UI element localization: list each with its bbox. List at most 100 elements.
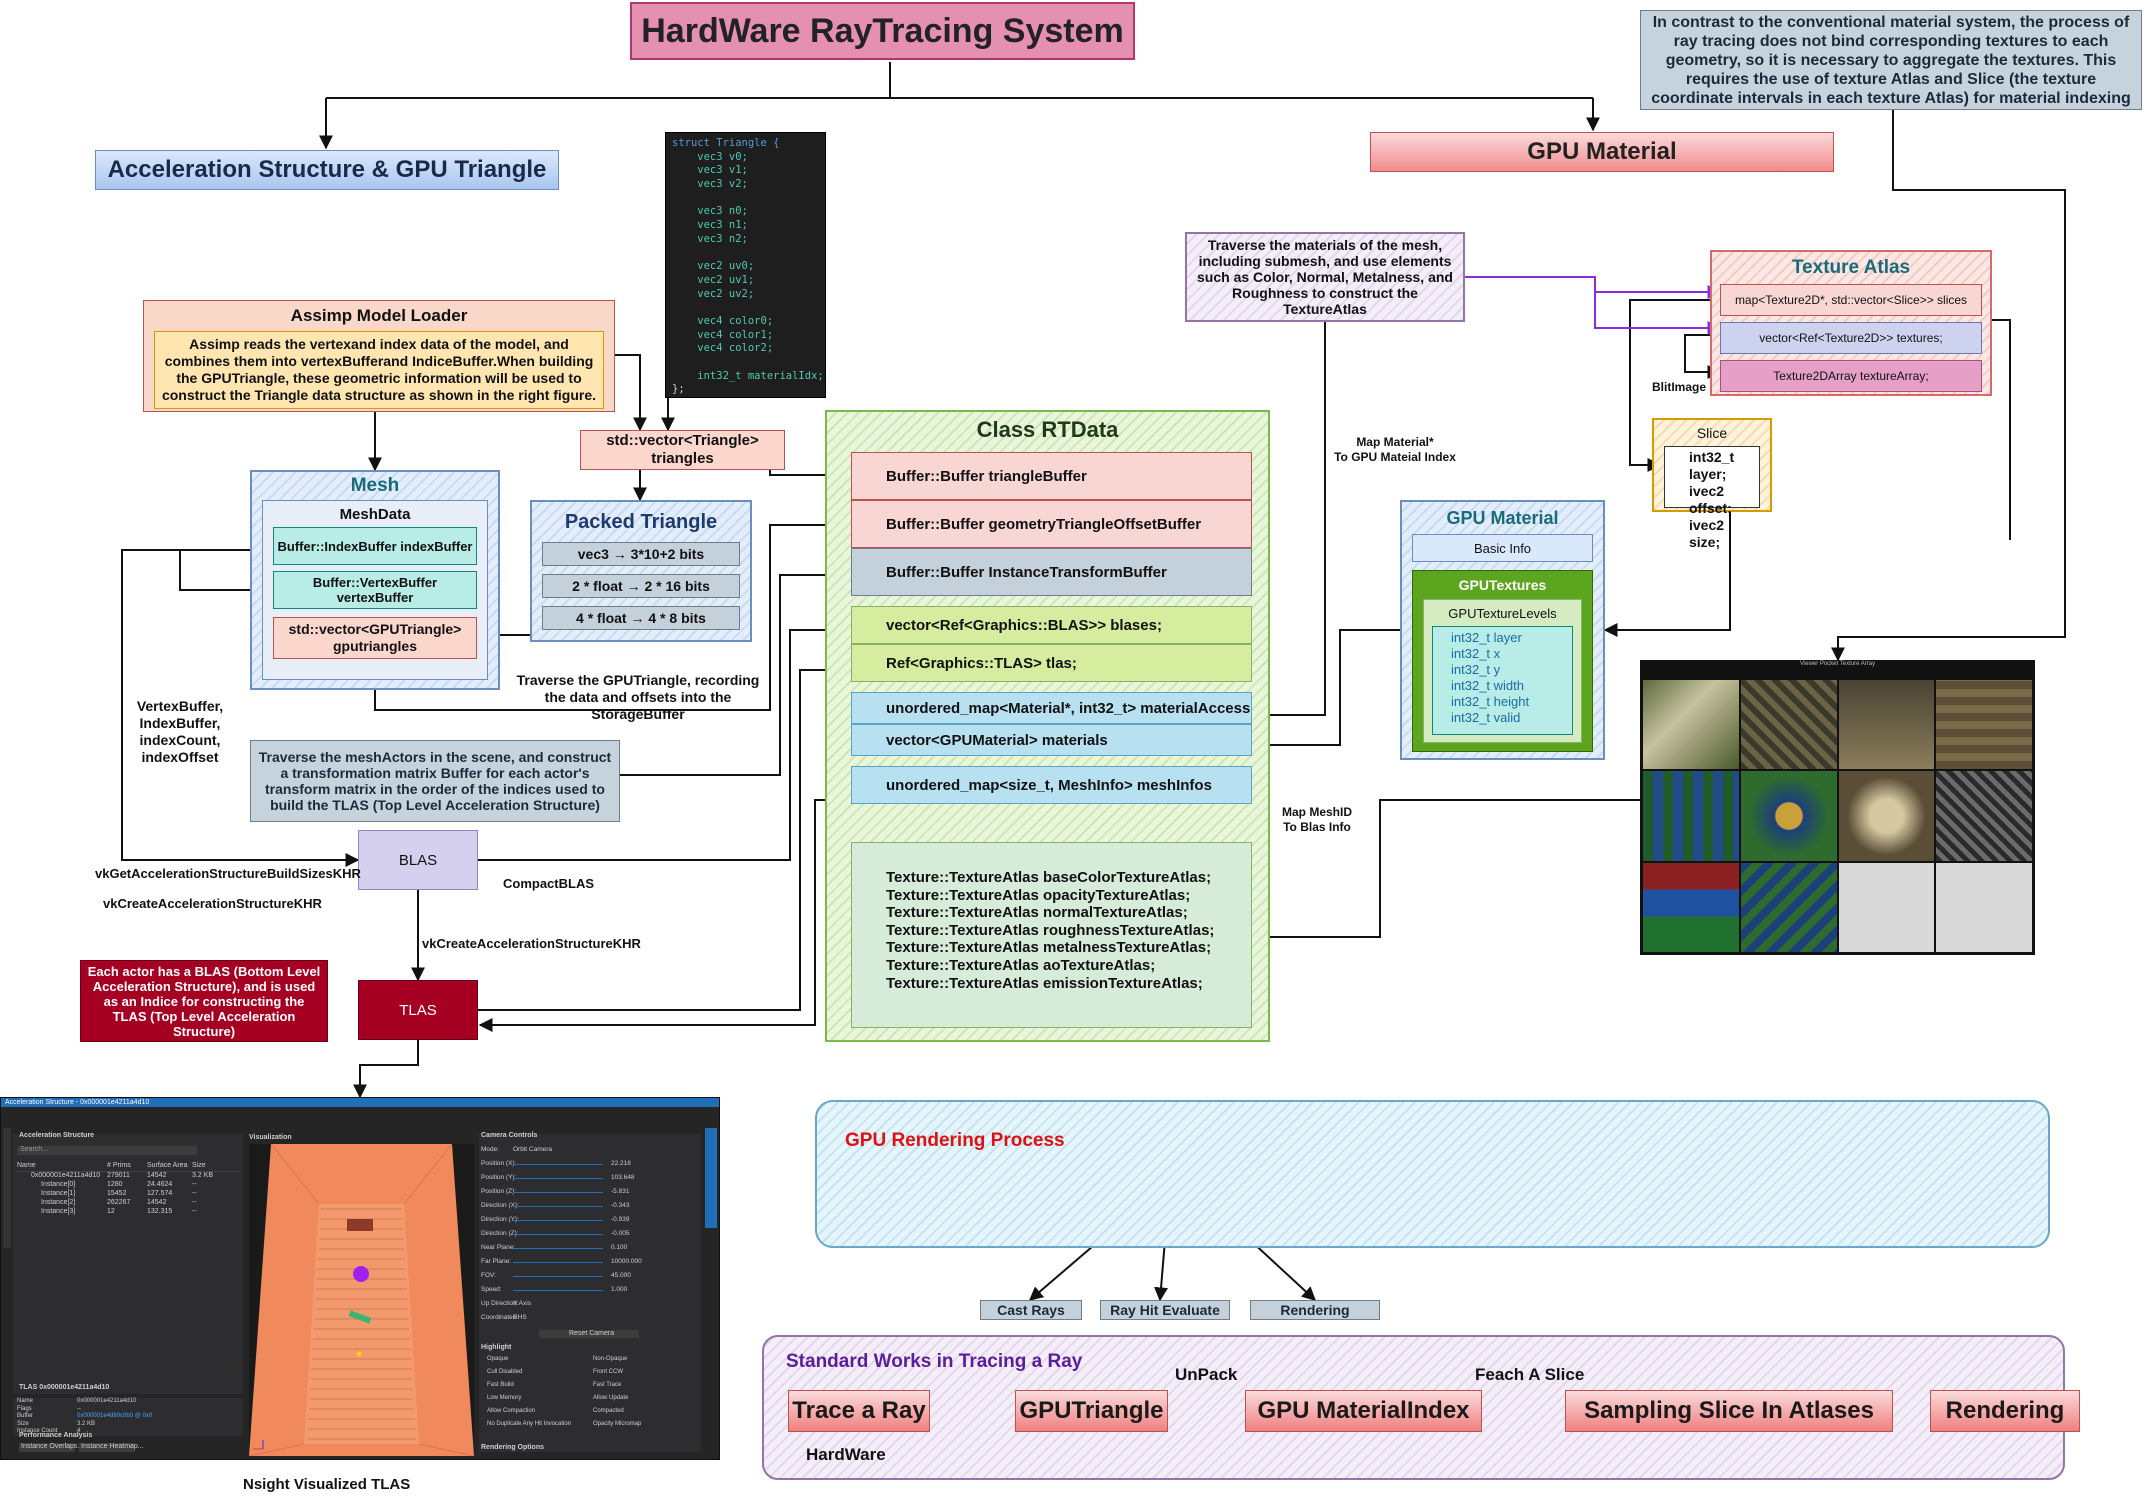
nsight-highlight-checkbox[interactable]: Fast Build (487, 1382, 514, 1388)
nsight-camera-key: Coordinates: (481, 1314, 518, 1321)
nsight-side-tab[interactable] (705, 1128, 717, 1228)
nsight-camera-key: Direction (Z): (481, 1230, 519, 1237)
nsight-highlight-checkbox[interactable]: Non-Opaque (593, 1356, 628, 1362)
nsight-camera-key: Up Direction: (481, 1300, 519, 1307)
nsight-table-cell: 12 (107, 1208, 115, 1215)
texture-swatch (1643, 680, 1739, 770)
nsight-highlight-title: Highlight (481, 1344, 512, 1351)
code-line: vec2 uv2; (672, 287, 755, 300)
nsight-camera-value: 22.218 (611, 1160, 631, 1167)
vector-triangle-box: std::vector<Triangle> triangles (580, 430, 785, 470)
nsight-camera-row[interactable]: Speed:1.000 (481, 1284, 697, 1298)
nsight-camera-row[interactable]: Mode:Orbit Camera (481, 1144, 697, 1158)
nsight-reset-camera-button[interactable]: Reset Camera (539, 1330, 639, 1338)
nsight-highlight-checkbox[interactable]: Cull Disabled (487, 1369, 523, 1375)
code-line: vec3 v0; (672, 150, 748, 163)
nsight-slider-track[interactable] (513, 1206, 603, 1207)
nsight-camera-key: Speed: (481, 1286, 502, 1293)
texture-swatch (1838, 862, 1935, 952)
nsight-slider-track[interactable] (513, 1220, 603, 1221)
packed-row: vec3 → 3*10+2 bits (542, 542, 740, 566)
nsight-instance-overlaps-button[interactable]: Instance Overlaps... (19, 1443, 84, 1452)
nsight-instance-heatmap-button[interactable]: Instance Heatmap... (79, 1443, 144, 1452)
nsight-tlas-header: TLAS 0x000001e4211a4d10 (19, 1384, 110, 1391)
nsight-highlight-checkbox[interactable]: Low Memory (487, 1395, 522, 1401)
nsight-slider-track[interactable] (513, 1164, 603, 1165)
nsight-search-input[interactable]: Search... (17, 1146, 197, 1155)
texture-atlas-title: Texture Atlas (1791, 257, 1911, 278)
nsight-perf-title: Performance Analysis (19, 1432, 93, 1439)
nsight-camera-value: 103.648 (611, 1174, 635, 1181)
gputexturelevels-title: GPUTextureLevels (1448, 605, 1557, 621)
flow-gpu-materialindex: GPU MaterialIndex (1245, 1390, 1482, 1432)
nsight-camera-key: Direction (Y): (481, 1216, 519, 1223)
nsight-highlight-checkbox[interactable]: Compacted (593, 1408, 624, 1414)
vk-create-label-1: vkCreateAccelerationStructureKHR (103, 896, 322, 911)
nsight-camera-row[interactable]: FOV:45.000 (481, 1270, 697, 1284)
nsight-camera-row[interactable]: Position (X):22.218 (481, 1158, 697, 1172)
nsight-slider-track[interactable] (513, 1178, 603, 1179)
map-material-label: Map Material* To GPU Mateial Index (1334, 435, 1456, 464)
ray-hit-evaluate-step: Ray Hit Evaluate (1100, 1300, 1230, 1320)
nsight-highlight-checkbox[interactable]: Fast Trace (593, 1382, 622, 1388)
nsight-slider-track[interactable] (513, 1234, 603, 1235)
nsight-camera-row[interactable]: Far Plane:10000.000 (481, 1256, 697, 1270)
nsight-highlight-checkbox[interactable]: Opaque (487, 1356, 509, 1362)
cast-rays-step: Cast Rays (980, 1300, 1082, 1320)
nsight-slider-track[interactable] (513, 1262, 603, 1263)
nsight-camera-row[interactable]: Direction (X):-0.343 (481, 1200, 697, 1214)
nsight-highlight-checkbox[interactable]: Allow Compaction (487, 1408, 536, 1414)
code-line: }; (672, 383, 685, 396)
nsight-prop-key: Instance Count (17, 1428, 58, 1434)
nsight-camera-row[interactable]: Position (Y):103.648 (481, 1172, 697, 1186)
blas-node: BLAS (358, 830, 478, 890)
code-line: vec2 uv1; (672, 273, 755, 286)
code-line: vec3 v2; (672, 178, 748, 191)
nsight-slider-track[interactable] (513, 1290, 603, 1291)
nsight-highlight-checkbox[interactable]: No Duplicate Any Hit Invocation (487, 1421, 572, 1427)
code-line (672, 301, 819, 315)
nsight-camera-row[interactable]: Direction (Y):-0.939 (481, 1214, 697, 1228)
nsight-camera-row[interactable]: Position (Z):-5.831 (481, 1186, 697, 1200)
code-line: vec3 n1; (672, 219, 748, 232)
nsight-table-cell: 262267 (107, 1199, 131, 1206)
each-actor-note: Each actor has a BLAS (Bottom Level Acce… (80, 960, 328, 1042)
nsight-highlight-checkbox[interactable]: Front CCW (593, 1369, 623, 1375)
atlas-textures-field: vector<Ref<Texture2D>> textures; (1720, 322, 1982, 354)
gpu-material-box: GPU Material Basic Info GPUTextures GPUT… (1400, 500, 1605, 760)
vk-create-label-2: vkCreateAccelerationStructureKHR (422, 936, 641, 951)
nsight-prop-value: -- (77, 1405, 81, 1412)
slice-title: Slice (1696, 425, 1728, 441)
nsight-table-cell: Instance[2] (41, 1199, 76, 1206)
nsight-slider-track[interactable] (513, 1276, 603, 1277)
rendering-process-box: GPU Rendering Process (815, 1100, 2050, 1248)
map-meshid-label: Map MeshID To Blas Info (1281, 805, 1352, 834)
nsight-slider-track[interactable] (513, 1192, 603, 1193)
nsight-camera-row[interactable]: Direction (Z):-0.005 (481, 1228, 697, 1242)
nsight-slider-track[interactable] (513, 1248, 603, 1249)
texture-swatch (1936, 862, 2032, 952)
nsight-camera-row[interactable]: Up Direction:Y Axis (481, 1298, 697, 1312)
slice-field: ivec2 size; (1689, 517, 1725, 550)
nsight-camera-row[interactable]: Near Plane:0.100 (481, 1242, 697, 1256)
nsight-visualization-viewport[interactable] (249, 1144, 474, 1456)
flow-sampling-slice: Sampling Slice In Atlases (1565, 1390, 1893, 1432)
texture-atlas-field: Texture::TextureAtlas normalTextureAtlas… (886, 904, 1188, 922)
nsight-highlight-checkbox[interactable]: Opacity Micromap (593, 1421, 642, 1427)
nsight-camera-row[interactable]: Coordinates:RHS (481, 1312, 697, 1326)
nsight-highlight-checkbox[interactable]: Allow Update (593, 1395, 629, 1401)
nsight-left-tab[interactable] (3, 1128, 11, 1248)
code-line: struct Triangle { (672, 137, 780, 149)
flow-rendering: Rendering (1930, 1390, 2080, 1432)
texture-level-field: int32_t layer (1451, 630, 1522, 645)
code-line: vec4 color1; (672, 328, 774, 341)
